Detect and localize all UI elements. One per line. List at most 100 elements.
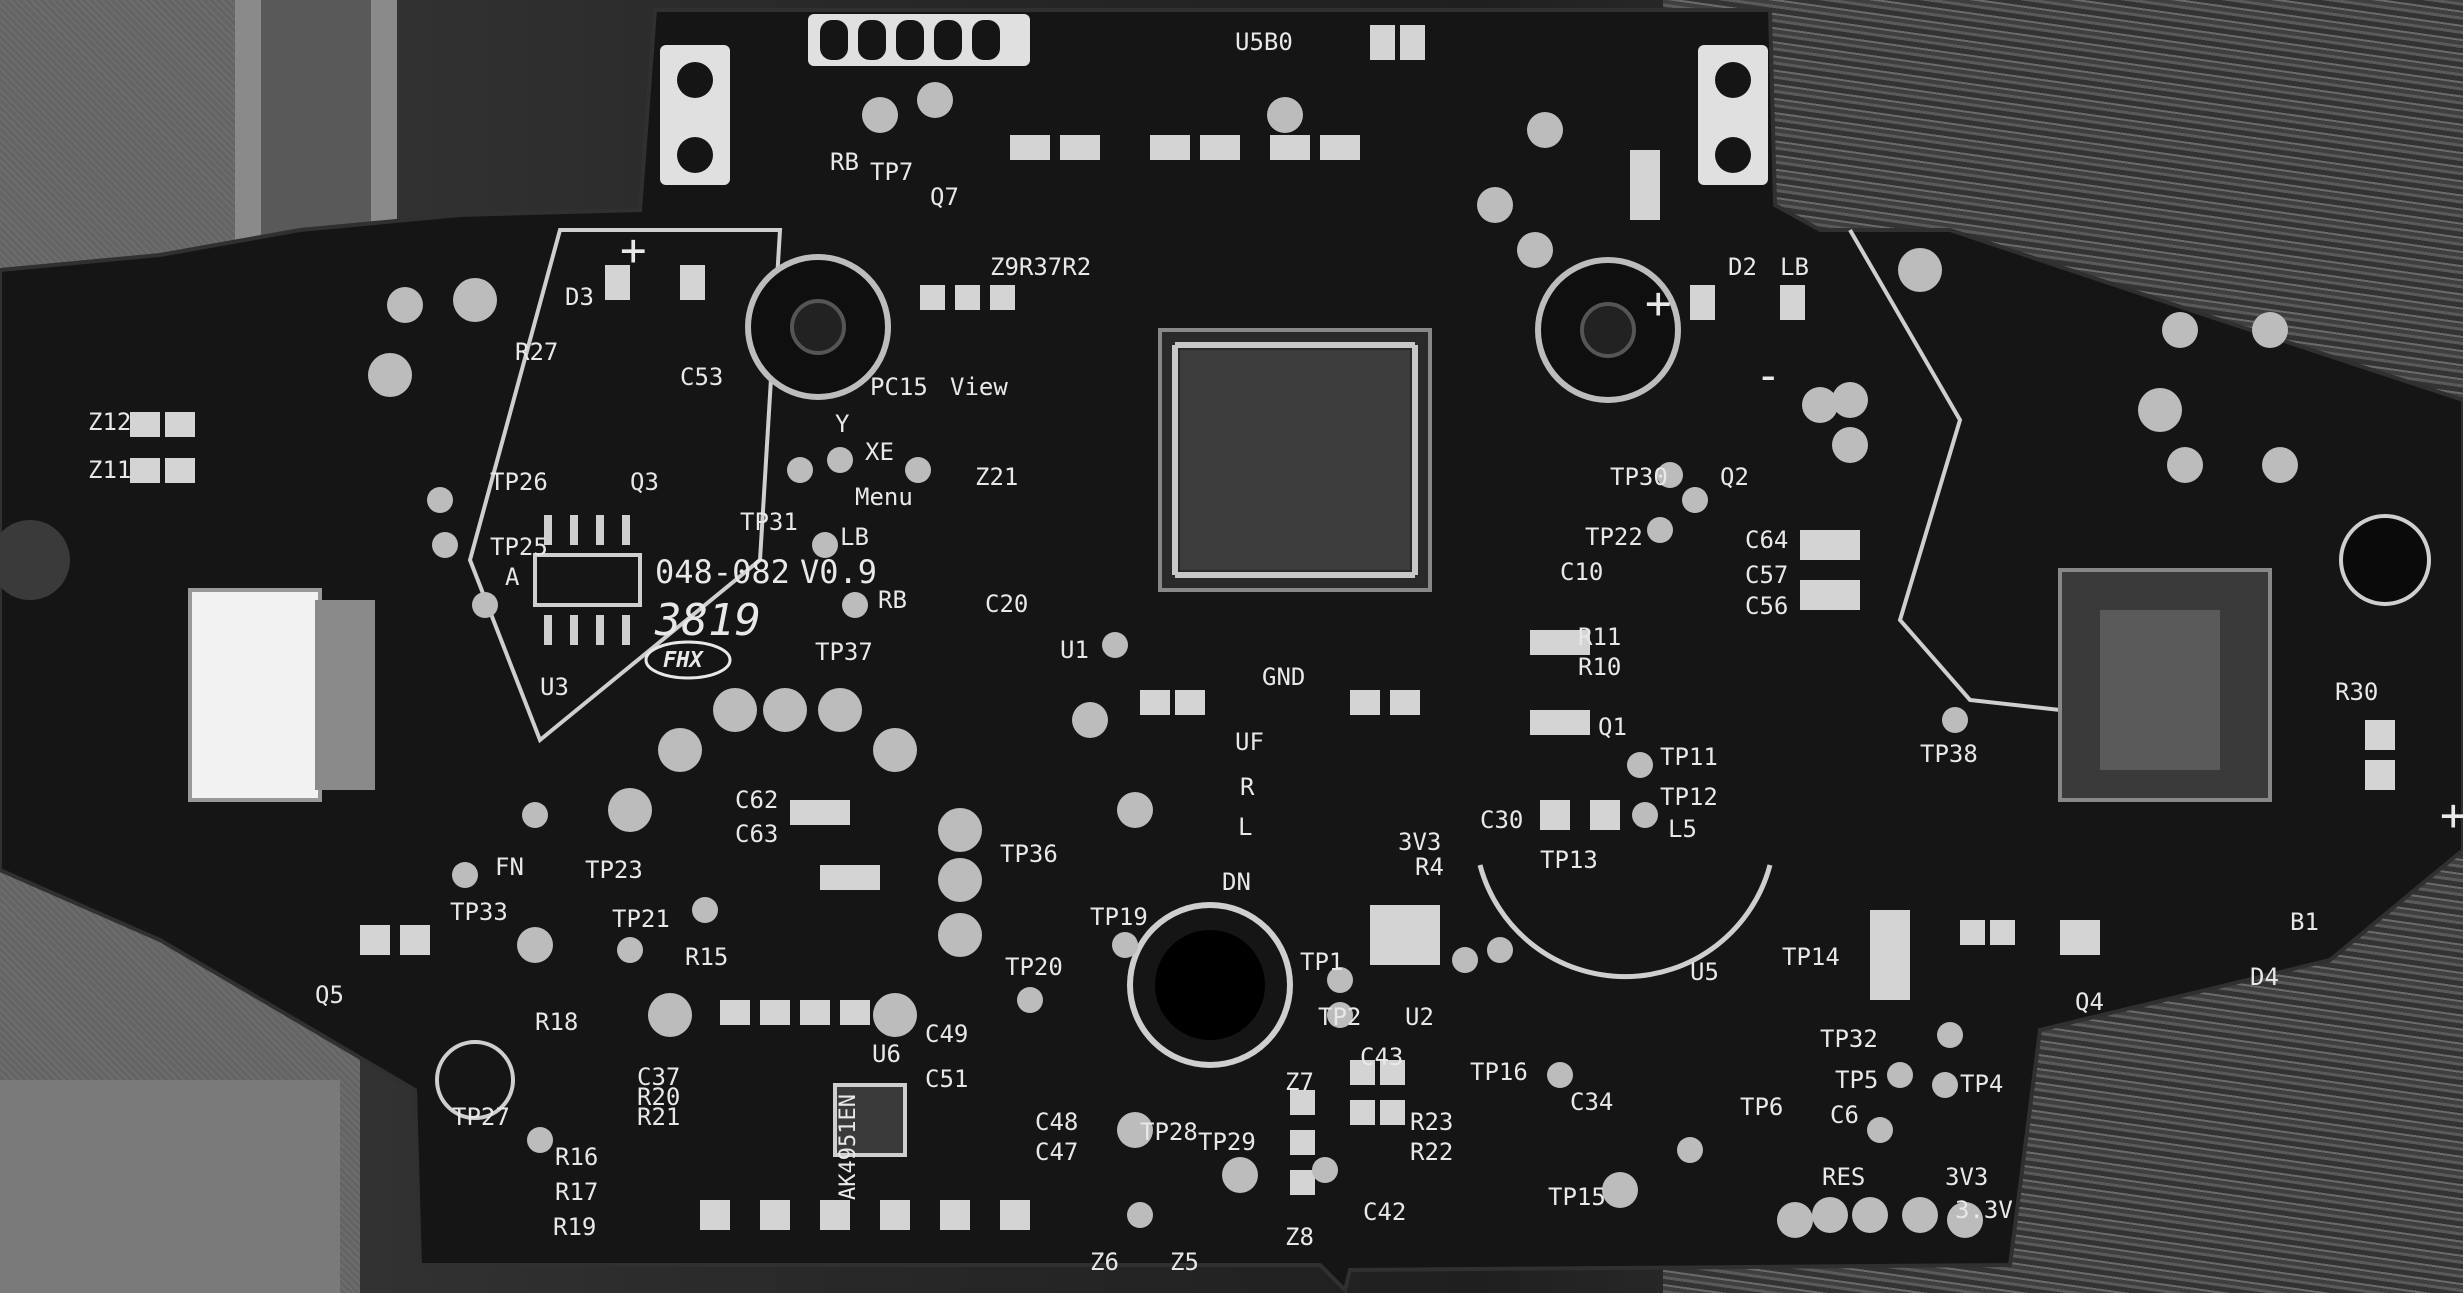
label-3v3: 3V3	[1398, 828, 1441, 856]
codec-label: AK4951EN	[836, 1094, 861, 1200]
label-b1: B1	[2290, 908, 2319, 936]
label-c10: C10	[1560, 558, 1603, 586]
label-u3: U3	[540, 673, 569, 701]
label-lb-right: LB	[1780, 253, 1809, 281]
label-c53: C53	[680, 363, 723, 391]
label-z5: Z5	[1170, 1248, 1199, 1276]
label-dn: DN	[1222, 868, 1251, 896]
label-z7: Z7	[1285, 1068, 1314, 1096]
label-tp5: TP5	[1835, 1066, 1878, 1094]
silkscreen-outline-left	[467, 228, 783, 744]
label-tp11: TP11	[1660, 743, 1718, 771]
label-a: A	[505, 563, 520, 591]
label-d3: D3	[565, 283, 594, 311]
plus-mark-right: +	[2440, 790, 2463, 841]
label-r17: R17	[555, 1178, 598, 1206]
label-view: View	[950, 373, 1008, 401]
part-number-label: 048-082	[655, 553, 790, 591]
label-y: Y	[835, 410, 850, 438]
label-tp2: TP2	[1318, 1003, 1361, 1031]
via-ring-tp27	[435, 1040, 515, 1120]
test-points	[368, 82, 2298, 1238]
label-tp25: TP25	[490, 533, 548, 561]
label-xe: XE	[865, 438, 894, 466]
label-gnd: GND	[1262, 663, 1305, 691]
label-rb: RB	[878, 586, 907, 614]
label-q4: Q4	[2075, 988, 2104, 1016]
silkscreen-arc	[1477, 864, 1773, 980]
label-q3: Q3	[630, 468, 659, 496]
label-tp16: TP16	[1470, 1058, 1528, 1086]
label-pc15: PC15	[870, 373, 928, 401]
label-c48: C48	[1035, 1108, 1078, 1136]
label-tp28: TP28	[1140, 1118, 1198, 1146]
label-d4: D4	[2250, 963, 2279, 991]
label-tp26: TP26	[490, 468, 548, 496]
label-q5: Q5	[315, 981, 344, 1009]
label-tp37: TP37	[815, 638, 873, 666]
label-c37: C37	[637, 1063, 680, 1091]
label-tp21: TP21	[612, 905, 670, 933]
label-u2: U2	[1405, 1003, 1434, 1031]
label-tp1: TP1	[1300, 948, 1343, 976]
label-tp15: TP15	[1548, 1183, 1606, 1211]
u3-pins	[544, 515, 630, 645]
label-tp4: TP4	[1960, 1070, 2003, 1098]
label-q7: Q7	[930, 183, 959, 211]
label-c42: C42	[1363, 1198, 1406, 1226]
label-z12: Z12	[88, 408, 131, 436]
label-z6: Z6	[1090, 1248, 1119, 1276]
label-c63: C63	[735, 820, 778, 848]
label-lb: LB	[840, 523, 869, 551]
label-r21: R21	[637, 1103, 680, 1131]
label-u1: U1	[1060, 636, 1089, 664]
label-tp19: TP19	[1090, 903, 1148, 931]
label-tp31: TP31	[740, 508, 798, 536]
label-l: L	[1238, 813, 1252, 841]
label-3-3v: 3.3V	[1955, 1196, 2013, 1224]
codec-ic	[833, 1083, 907, 1157]
label-tp7: TP7	[870, 158, 913, 186]
label-r15: R15	[685, 943, 728, 971]
label-r23: R23	[1410, 1108, 1453, 1136]
tactile-switch-left	[188, 588, 322, 802]
label-fn: FN	[495, 853, 524, 881]
label-r10: R10	[1578, 653, 1621, 681]
label-r18: R18	[535, 1008, 578, 1036]
label-tp6: TP6	[1740, 1093, 1783, 1121]
label-tp22: TP22	[1585, 523, 1643, 551]
label-z9-r37-r2: Z9R37R2	[990, 253, 1091, 281]
label-tp33: TP33	[450, 898, 508, 926]
label-z21: Z21	[975, 463, 1018, 491]
smd-pads	[130, 25, 2395, 1230]
plus-mark-left: +	[620, 225, 647, 276]
label-tp23: TP23	[585, 856, 643, 884]
label-c47: C47	[1035, 1138, 1078, 1166]
version-label: V0.9	[800, 553, 877, 591]
label-u6: U6	[872, 1040, 901, 1068]
label-usb: U5B0	[1235, 28, 1293, 56]
label-uf: UF	[1235, 728, 1264, 756]
label-c43: C43	[1360, 1043, 1403, 1071]
label-tp12: TP12	[1660, 783, 1718, 811]
board-marking: 048-082 V0.9 3819 FHX + + + - AK4951EN	[620, 225, 2463, 1200]
label-tp29: TP29	[1198, 1128, 1256, 1156]
label-rb-top: RB	[830, 148, 859, 176]
label-r19: R19	[553, 1213, 596, 1241]
label-tp13: TP13	[1540, 846, 1598, 874]
label-r27: R27	[515, 338, 558, 366]
label-c30: C30	[1480, 806, 1523, 834]
label-c64: C64	[1745, 526, 1788, 554]
label-u5: U5	[1690, 958, 1719, 986]
label-r20: R20	[637, 1083, 680, 1111]
label-c56: C56	[1745, 592, 1788, 620]
pcb-outline	[0, 8, 2463, 1293]
label-l5: L5	[1668, 815, 1697, 843]
label-r22: R22	[1410, 1138, 1453, 1166]
label-r16: R16	[555, 1143, 598, 1171]
label-z8: Z8	[1285, 1223, 1314, 1251]
label-tp32: TP32	[1820, 1025, 1878, 1053]
plus-mark-mid: +	[1645, 278, 1672, 329]
